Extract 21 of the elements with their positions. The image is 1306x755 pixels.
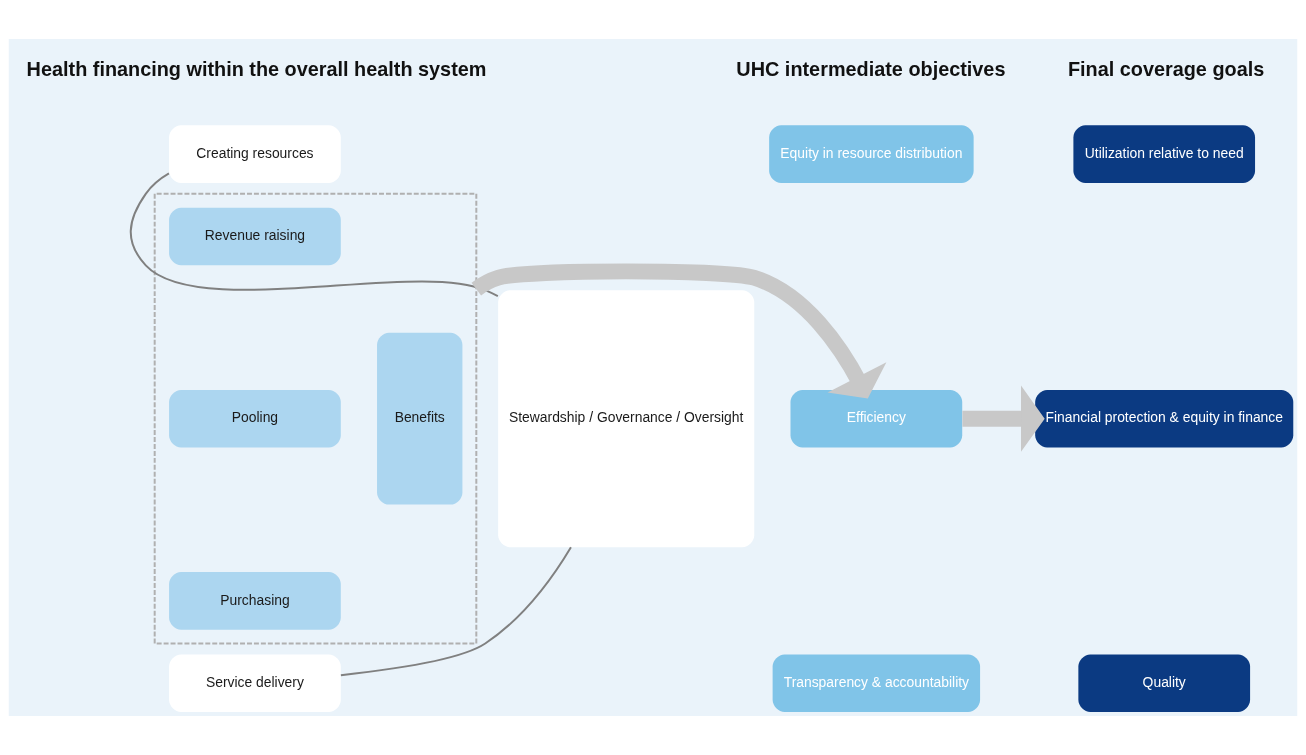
connector [129, 172, 499, 298]
node-box: Benefits [377, 332, 463, 505]
node-box: Efficiency [790, 389, 963, 448]
node-box: Purchasing [169, 572, 341, 630]
label: Health financing within the overall health system [26, 57, 487, 80]
node-box: Revenue raising [169, 207, 341, 266]
label: Final coverage goals [1067, 57, 1265, 80]
node-box: Utilization relative to need [1073, 125, 1256, 183]
node-box: Financial protection & equity in finance [1035, 389, 1294, 448]
node-box: Quality [1078, 654, 1251, 713]
arrow [471, 263, 887, 399]
node-box: Stewardship / Governance / Oversight [498, 290, 755, 548]
cluster [153, 192, 478, 645]
node-box: Creating resources [169, 125, 341, 183]
node-box: Equity in resource distribution [769, 125, 974, 183]
node-box: Service delivery [169, 654, 341, 713]
node-box: Pooling [169, 389, 341, 448]
arrow [962, 385, 1045, 452]
connector [339, 546, 572, 677]
node-box: Transparency & accountability [772, 654, 981, 713]
label: UHC intermediate objectives [736, 57, 1006, 80]
